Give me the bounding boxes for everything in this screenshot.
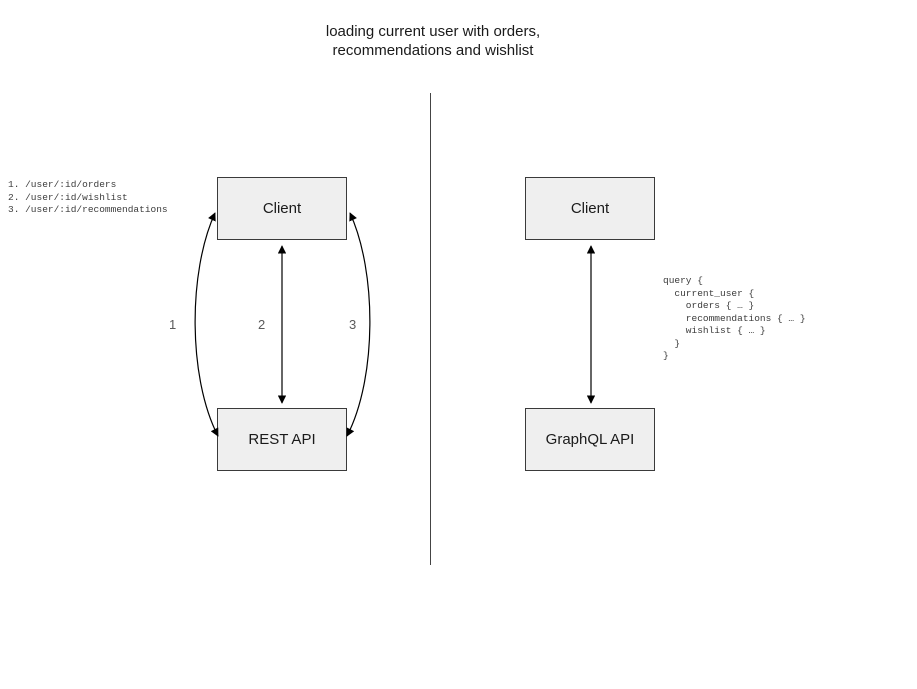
rest-api-box: REST API (217, 408, 347, 471)
graphql-api-label: GraphQL API (545, 431, 635, 448)
graphql-query-snippet: query { current_user { orders { … } reco… (663, 275, 806, 361)
rest-endpoint-list: 1. /user/:id/orders 2. /user/:id/wishlis… (8, 179, 168, 215)
divider-line (430, 93, 431, 565)
arrow-label-2: 2 (258, 317, 266, 332)
rest-client-box: Client (217, 177, 347, 240)
rest-api-label: REST API (248, 431, 316, 448)
arrow-label-3: 3 (349, 317, 357, 332)
diagram-title: loading current user with orders, recomm… (325, 23, 541, 59)
rest-arrow-1 (194, 212, 219, 437)
arrow-label-1: 1 (169, 317, 177, 332)
graphql-client-box: Client (525, 177, 655, 240)
graphql-api-box: GraphQL API (525, 408, 655, 471)
graphql-client-label: Client (570, 200, 610, 217)
rest-client-label: Client (262, 200, 302, 217)
